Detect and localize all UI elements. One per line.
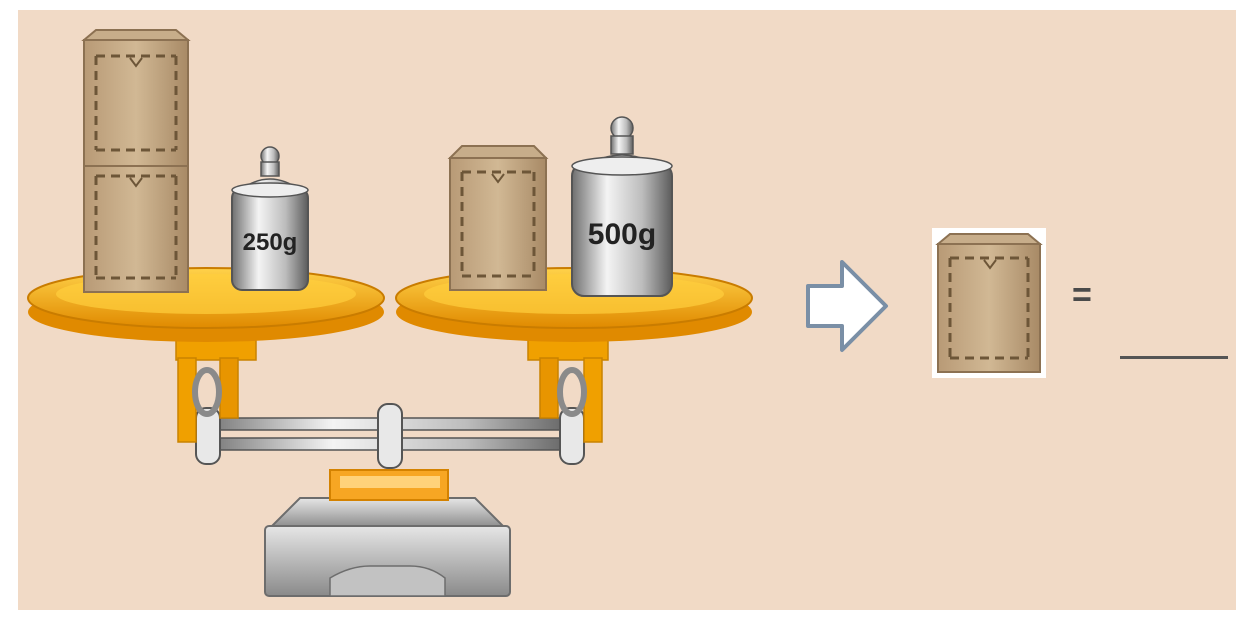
result-box <box>932 228 1046 378</box>
right-arrow-icon <box>808 262 886 350</box>
weight-250g-label: 250g <box>243 229 298 256</box>
weight-500g: 500g <box>572 117 672 296</box>
right-box <box>450 146 546 290</box>
answer-blank[interactable] <box>1120 356 1228 359</box>
scale-beam <box>196 404 584 468</box>
equals-sign: = <box>1072 278 1092 312</box>
left-pan <box>28 268 384 342</box>
weight-500g-label: 500g <box>588 218 656 251</box>
scale-base <box>265 470 510 596</box>
left-box-top <box>84 30 188 166</box>
left-box-bottom <box>84 166 188 292</box>
weight-250g: 250g <box>232 147 308 290</box>
